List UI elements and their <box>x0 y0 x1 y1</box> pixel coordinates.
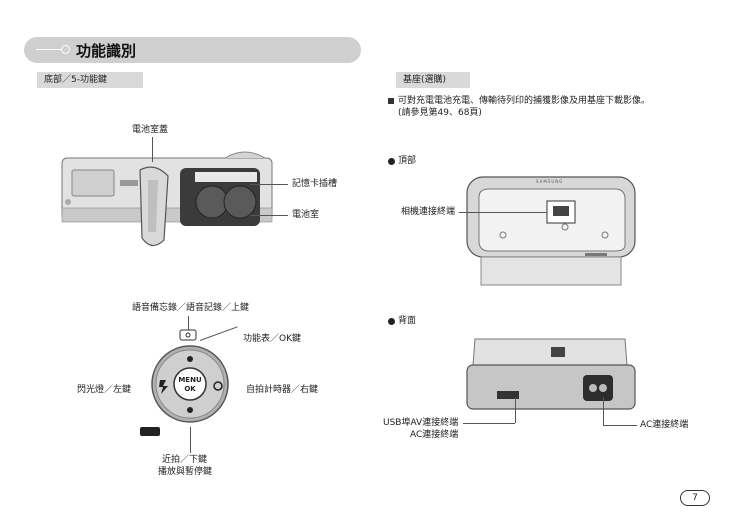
bullet-back <box>388 318 395 325</box>
dock-description-line1: 可對充電電池充電、傳輸待列印的捕獲影像及用基座下載影像。 <box>398 96 651 106</box>
leader-battery-cover <box>152 137 153 162</box>
leader-card-slot <box>250 184 288 185</box>
svg-text:OK: OK <box>184 385 196 393</box>
leader-ac-v <box>603 397 604 425</box>
label-usb-av: USB埠AV連接終端 <box>383 418 459 428</box>
header-line <box>36 49 64 50</box>
page-number: 7 <box>680 490 710 506</box>
label-battery-chamber: 電池室 <box>292 210 320 220</box>
bullet-top <box>388 158 395 165</box>
page-title: 功能識別 <box>76 42 137 60</box>
camera-bottom-illustration <box>61 151 273 247</box>
leader-macro <box>190 427 191 453</box>
label-timer-right: 自拍計時器／右鍵 <box>246 385 319 395</box>
label-macro-down: 近拍／下鍵 <box>162 455 208 465</box>
section-label-dock: 基座(選購) <box>396 72 470 88</box>
dock-brand-text: SAMSUNG <box>536 179 564 184</box>
label-ac-right: AC連接終端 <box>640 420 689 430</box>
label-ac-left: AC連接終端 <box>410 430 459 440</box>
leader-camera-terminal <box>459 212 547 213</box>
leader-voice <box>188 316 189 330</box>
svg-text:MENU: MENU <box>178 376 202 384</box>
leader-usb-av-v <box>515 397 516 423</box>
dock-back-illustration <box>466 338 636 410</box>
label-battery-cover: 電池室蓋 <box>132 125 169 135</box>
leader-usb-av-h <box>463 423 515 424</box>
header-dot <box>61 45 70 54</box>
dock-description-line2: (請參見第49、68頁) <box>398 108 482 118</box>
label-flash-left: 閃光燈／左鍵 <box>77 385 132 395</box>
five-function-dial: MENU OK <box>151 329 229 423</box>
section-label-buttons: 底部／5-功能鍵 <box>37 72 143 88</box>
label-voice-button: 語音備忘錄／語音記錄／上鍵 <box>132 303 250 313</box>
label-menu-ok: 功能表／OK鍵 <box>243 334 301 344</box>
heading-top: 頂部 <box>398 156 417 166</box>
leader-battery-chamber <box>250 215 288 216</box>
heading-back: 背面 <box>398 316 417 326</box>
header-bar <box>24 37 361 63</box>
play-pause-icon <box>140 427 160 436</box>
label-camera-terminal: 相機連接終端 <box>401 207 456 217</box>
dock-top-illustration <box>466 176 636 286</box>
label-play-pause: 播放與暫停鍵 <box>158 467 213 477</box>
label-card-slot: 記憶卡插槽 <box>292 179 338 189</box>
bullet-square <box>388 98 394 104</box>
leader-ac-h <box>603 425 637 426</box>
